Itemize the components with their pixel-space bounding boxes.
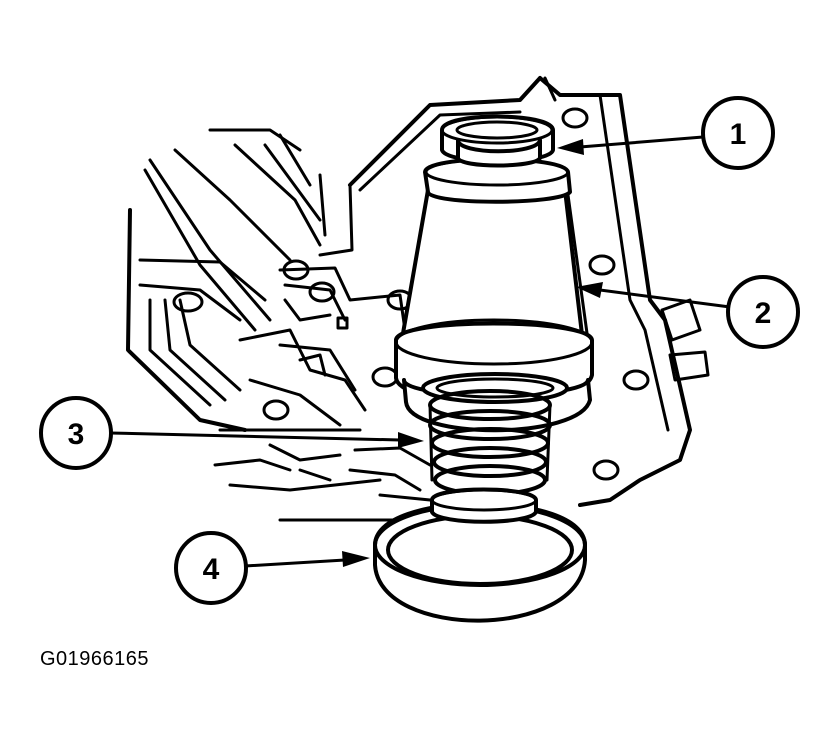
figure-id-label: G01966165	[40, 648, 150, 670]
servo-seal-ring	[440, 114, 555, 168]
callout-number: 2	[755, 297, 772, 330]
servo-piston	[394, 157, 594, 433]
valve-body-background	[126, 76, 710, 522]
callout-number: 3	[68, 418, 85, 451]
callout-4: 4	[174, 531, 248, 605]
callout-number: 4	[203, 553, 220, 586]
callout-number: 1	[730, 118, 747, 151]
leader-arrows	[108, 135, 732, 568]
callout-3: 3	[39, 396, 113, 470]
callout-2: 2	[726, 275, 800, 349]
callout-1: 1	[701, 96, 775, 170]
servo-cover	[373, 487, 587, 623]
return-spring	[428, 389, 552, 496]
